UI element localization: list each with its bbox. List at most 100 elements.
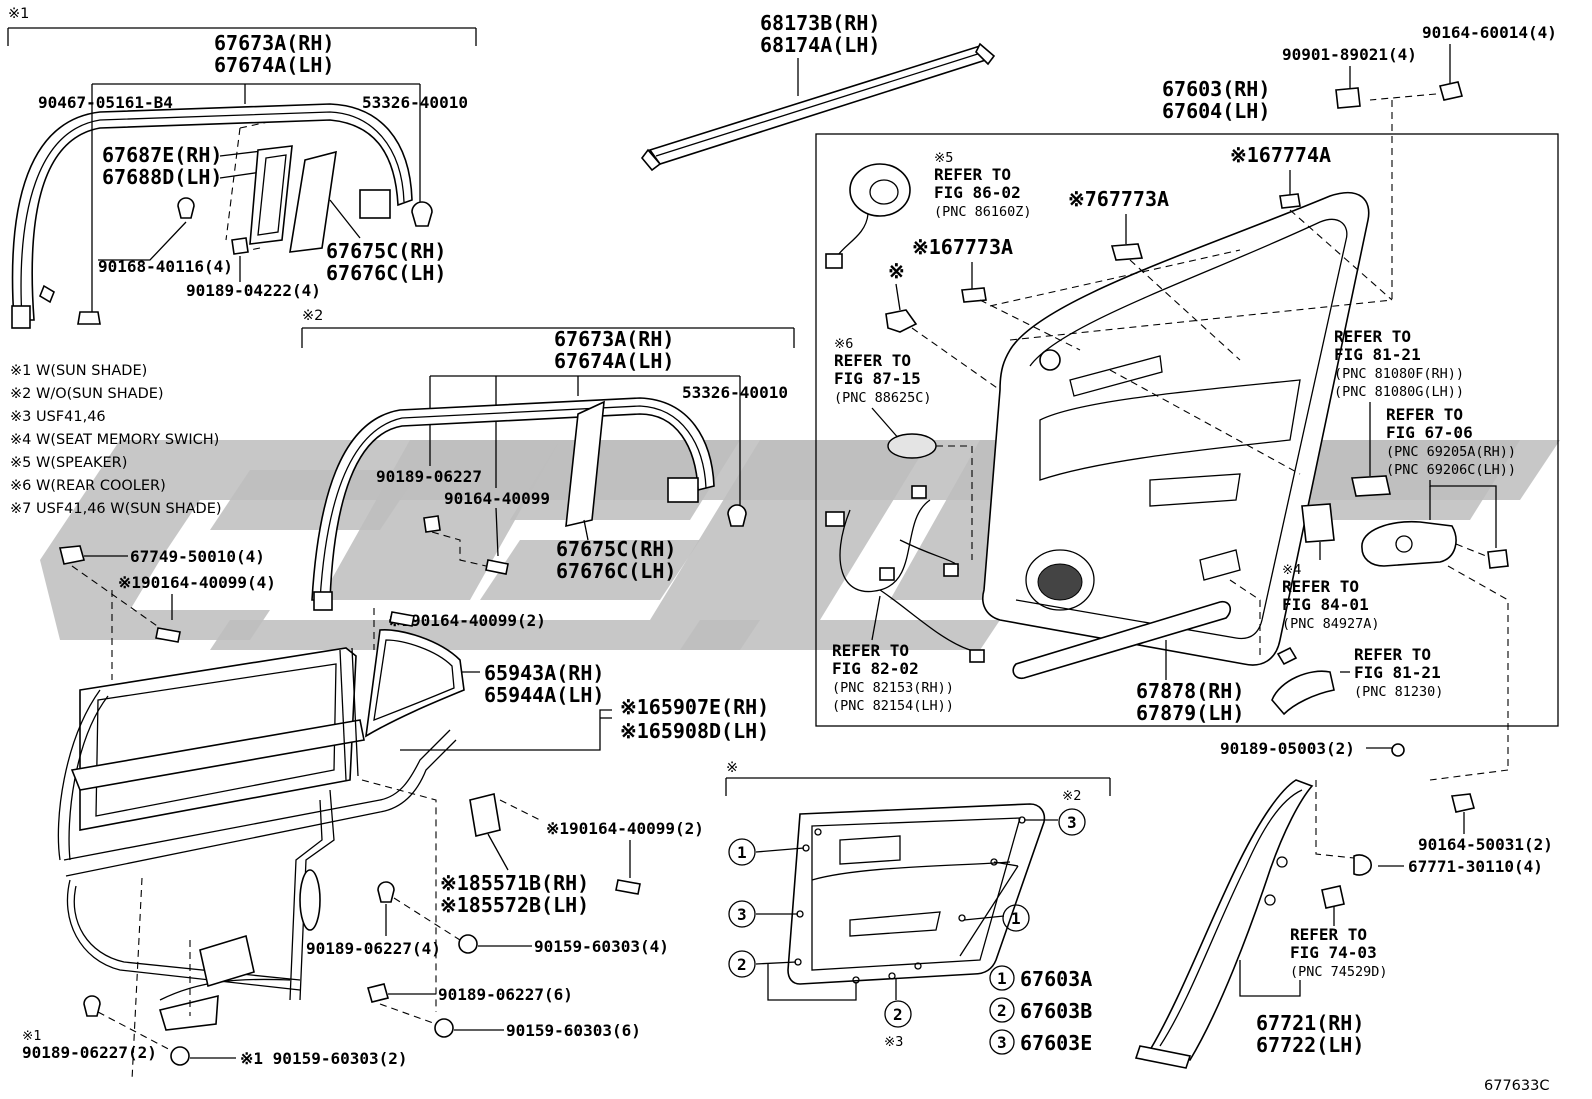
inset-callout-2a: 2 — [737, 955, 747, 974]
handle-cap-part — [1487, 549, 1509, 569]
screw-90159-60303-6 — [434, 1018, 454, 1038]
label-67676C-top: 67676C(LH) — [326, 261, 446, 285]
ref-cooler-3: (PNC 88625C) — [834, 390, 932, 406]
label-90901: 90901-89021(4) — [1282, 45, 1417, 64]
label-67604: 67604(LH) — [1162, 99, 1270, 123]
group-sun-shade-bracket: ※1 — [7, 6, 477, 46]
ref-speaker-1: REFER TO — [934, 165, 1011, 184]
note-4: ※4 W(SEAT MEMORY SWICH) — [10, 432, 219, 448]
ref-cooler-mark: ※6 — [834, 336, 853, 352]
inset-clip-location: ※ — [725, 760, 1111, 1001]
label-90189-06227-4: 90189-06227(4) — [306, 939, 441, 958]
screw-90168 — [177, 197, 195, 219]
label-90164-60014: 90164-60014(4) — [1422, 23, 1557, 42]
label-90168: 90168-40116(4) — [98, 257, 233, 276]
quarter-glass-part — [364, 629, 465, 738]
screw-90164-40099-a — [485, 559, 509, 575]
upper-frame-part-mid — [311, 397, 715, 611]
nut-90901 — [1335, 87, 1361, 109]
bulb-mark: ※ — [888, 259, 905, 283]
inset-callout-1a: 1 — [737, 843, 747, 862]
label-67721: 67721(RH) — [1256, 1011, 1364, 1035]
label-67674A-top: 67674A(LH) — [214, 53, 334, 77]
label-90164-40099-b: ※190164-40099(4) — [118, 573, 276, 592]
label-67773A-7: ※767773A — [1068, 187, 1169, 211]
sun-shade-mark: ※1 — [8, 6, 29, 22]
key-67603B: 67603B — [1020, 999, 1092, 1023]
label-67878: 67878(RH) — [1136, 679, 1244, 703]
label-65908D: ※165908D(LH) — [620, 719, 769, 743]
label-90189-04222: 90189-04222(4) — [186, 281, 321, 300]
label-67673A-top: 67673A(RH) — [214, 31, 334, 55]
ref-wire-2: FIG 82-02 — [832, 659, 919, 678]
note-1: ※1 W(SUN SHADE) — [10, 363, 147, 379]
key-67603A: 67603A — [1020, 967, 1092, 991]
door-trim-board — [982, 191, 1370, 666]
label-90189-06227-2: 90189-06227(2) — [22, 1043, 157, 1062]
key-circle-2: 2 — [997, 1001, 1007, 1020]
screw-90164-40099-d — [615, 879, 641, 895]
sash-cover-part — [565, 400, 605, 528]
label-90159-60303-6: 90159-60303(6) — [506, 1021, 641, 1040]
clip-90189-06227-4 — [377, 881, 395, 903]
tweeter-speaker-part — [825, 163, 911, 269]
clip-67749 — [58, 545, 86, 565]
label-67676C-mid: 67676C(LH) — [556, 559, 676, 583]
door-frame-part — [57, 647, 457, 1031]
label-85571B: ※185571B(RH) — [440, 871, 589, 895]
clip-90189-05003 — [1391, 743, 1405, 757]
screw-90164-60014 — [1438, 81, 1464, 101]
label-67879: 67879(LH) — [1136, 701, 1244, 725]
clip-90189-04222 — [231, 237, 249, 255]
clip-67771 — [1353, 854, 1372, 876]
ref-cooler-1: REFER TO — [834, 351, 911, 370]
wo-sun-shade-mark: ※2 — [302, 308, 323, 324]
note-2: ※2 W/O(SUN SHADE) — [10, 386, 164, 402]
ref-seat-1: REFER TO — [1282, 577, 1359, 596]
cooler-duct-part — [887, 433, 937, 459]
key-circle-3: 3 — [997, 1033, 1007, 1052]
label-67673A-mid: 67673A(RH) — [554, 327, 674, 351]
clip-53326-mid — [727, 504, 747, 527]
label-90189-06227-2-mark: ※1 — [22, 1028, 41, 1044]
label-53326-mid: 53326-40010 — [682, 383, 788, 402]
label-65944A: 65944A(LH) — [484, 683, 604, 707]
wire-harness-part — [825, 485, 985, 663]
inset-mark: ※ — [726, 760, 738, 776]
door-trim-box — [815, 133, 1559, 727]
ref-speaker-mark: ※5 — [934, 150, 953, 166]
clip-67774A — [1279, 193, 1301, 209]
label-90164-40099-d: ※190164-40099(2) — [546, 819, 704, 838]
label-90159-60303-4: 90159-60303(4) — [534, 937, 669, 956]
ref-8108-1: REFER TO — [1334, 327, 1411, 346]
clip-90189-06227-2 — [83, 995, 101, 1017]
sun-shade-part — [249, 145, 337, 253]
inset-mark2: ※2 — [1062, 788, 1081, 804]
ref-wire-4: (PNC 82154(LH)) — [832, 698, 954, 714]
label-67687E: 67687E(RH) — [102, 143, 222, 167]
label-68174A: 68174A(LH) — [760, 33, 880, 57]
label-67675C-top: 67675C(RH) — [326, 239, 446, 263]
label-67603: 67603(RH) — [1162, 77, 1270, 101]
clip-90189-06227-6 — [367, 983, 389, 1003]
ref-seat-3: (PNC 84927A) — [1282, 616, 1380, 632]
key-circle-1: 1 — [997, 969, 1007, 988]
belt-moulding-part — [640, 42, 996, 172]
armrest-part — [1012, 600, 1232, 680]
ref-speaker-3: (PNC 86160Z) — [934, 204, 1032, 220]
screw-90164-40099-b — [155, 627, 181, 643]
label-90164-40099-c: ※190164-40099(2) — [388, 611, 546, 630]
label-90189-05003: 90189-05003(2) — [1220, 739, 1355, 758]
screw-90159-60303-4 — [458, 934, 478, 954]
screw-90159-60303-2 — [170, 1046, 190, 1066]
note-5: ※5 W(SPEAKER) — [10, 455, 127, 471]
ref-8108-4: (PNC 81080G(LH)) — [1334, 384, 1464, 400]
ref-745-2: FIG 74-03 — [1290, 943, 1377, 962]
clip-67773A-7 — [1110, 243, 1144, 261]
label-53326-top: 53326-40010 — [362, 93, 468, 112]
ref-81230-2: FIG 81-21 — [1354, 663, 1441, 682]
note-3: ※3 USF41,46 — [10, 409, 106, 425]
notes-list: ※1 W(SUN SHADE) ※2 W/O(SUN SHADE) ※3 USF… — [10, 363, 222, 517]
label-90164-50031: 90164-50031(2) — [1418, 835, 1553, 854]
inset-callouts: 1 3 2 3 ※2 1 2 ※3 — [728, 788, 1086, 1050]
